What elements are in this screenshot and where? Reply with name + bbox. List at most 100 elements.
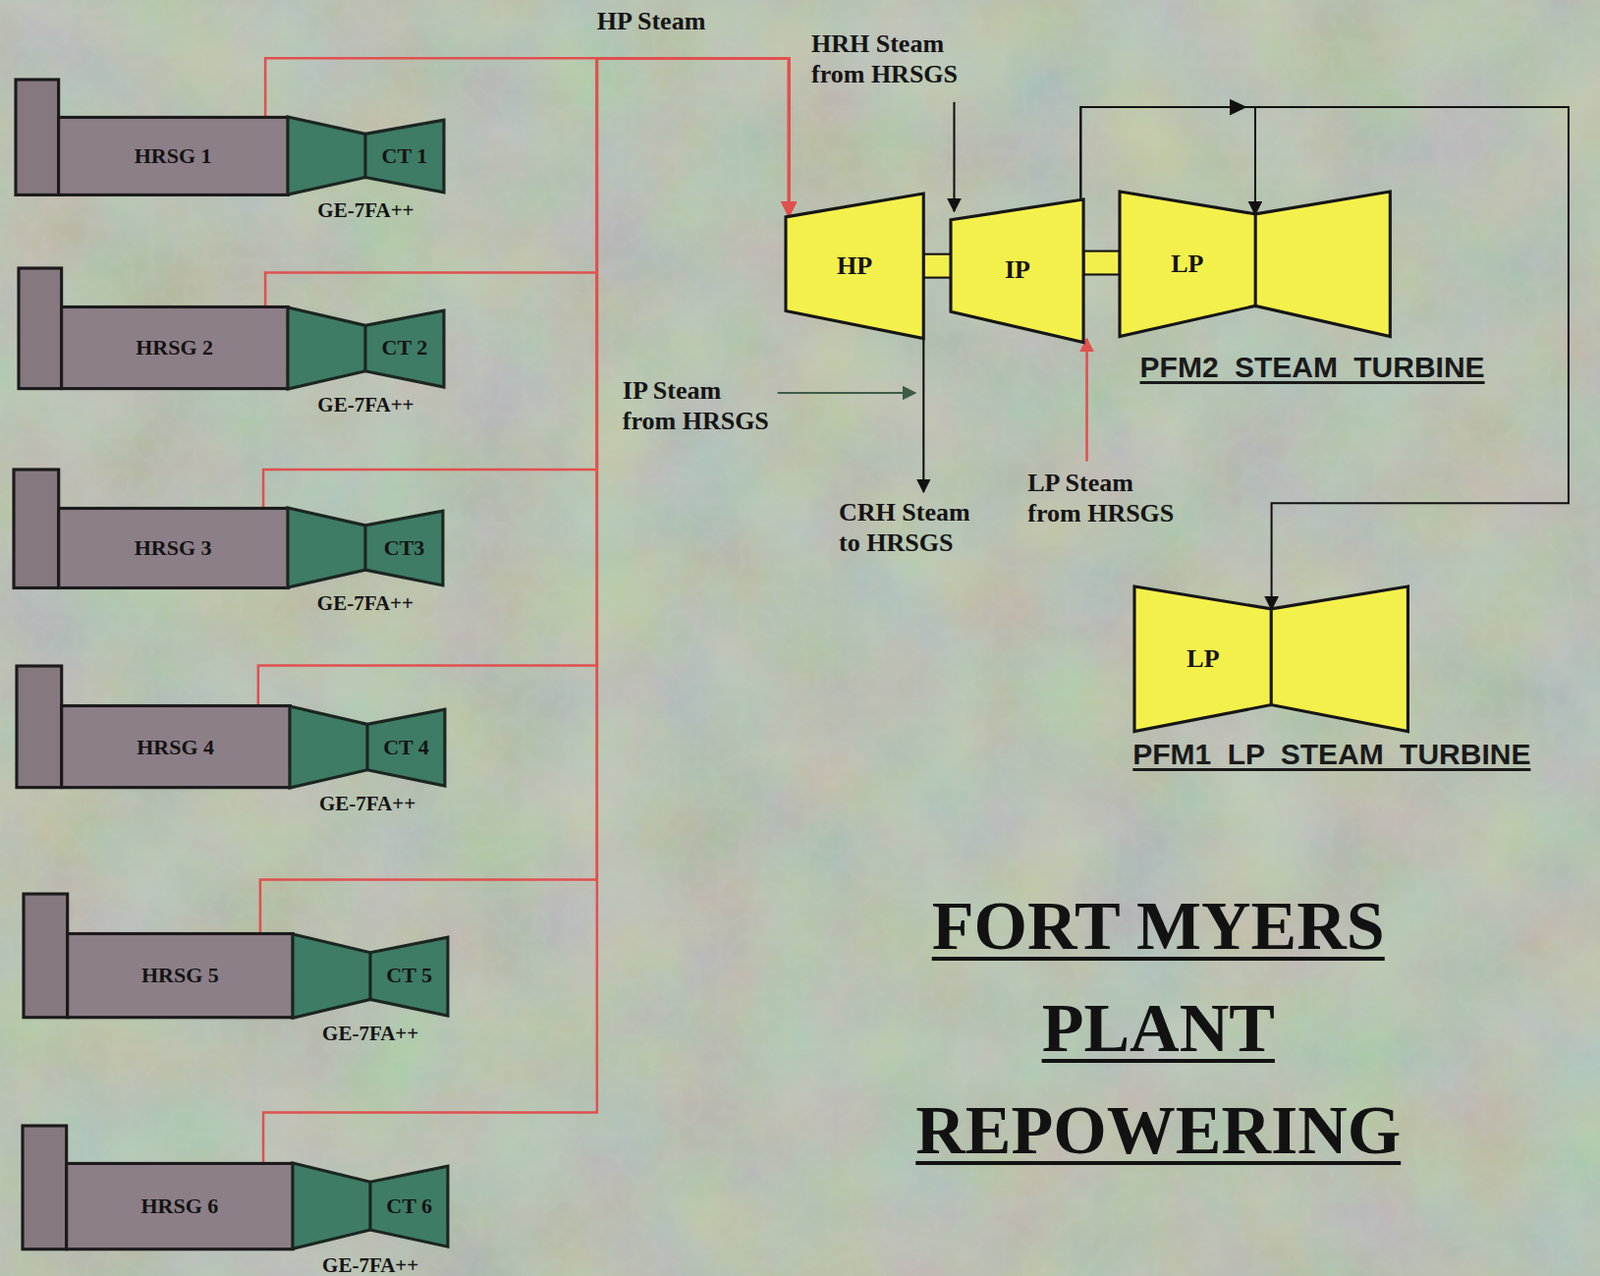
ct-section-line (365, 723, 369, 771)
unit-label: CT 2 (365, 307, 444, 389)
turbine-section: HP (785, 193, 924, 339)
model-label: GE-7FA++ (268, 392, 464, 418)
ct-casing (287, 116, 444, 195)
hrsg-unit: HRSG 4 (16, 665, 290, 788)
combustion-turbine: CT 6GE-7FA++ (292, 1162, 448, 1249)
ct-casing (287, 307, 444, 389)
ct-casing (289, 706, 445, 788)
unit-label: HRSG 3 (57, 507, 288, 588)
unit-label: CT 6 (370, 1162, 448, 1249)
hrsg-unit: HRSG 2 (18, 268, 288, 389)
combustion-turbine: CT 5GE-7FA++ (292, 934, 448, 1018)
turbine-section: IP (950, 199, 1084, 342)
hrsg-unit: HRSG 1 (15, 79, 288, 195)
model-label: GE-7FA++ (273, 1021, 468, 1047)
hrh-steam-arrow (952, 102, 955, 212)
hrsg-body (60, 706, 290, 788)
hrsg-stack (23, 893, 68, 1018)
hrsg-body (57, 116, 288, 195)
unit-label: CT 5 (370, 934, 448, 1018)
turbine-casing (1134, 586, 1408, 732)
unit-label: CT 1 (365, 116, 444, 195)
ct-casing (292, 934, 448, 1018)
hrsg-stack (16, 665, 62, 788)
hrsg-body (57, 507, 288, 588)
model-label: GE-7FA++ (268, 591, 463, 616)
ct-section-line (369, 951, 373, 999)
model-label: GE-7FA++ (268, 198, 464, 223)
node-outline (18, 268, 288, 389)
steam-label: HP Steam (597, 5, 707, 37)
unit-label: CT 4 (367, 706, 445, 788)
combustion-turbine: CT3GE-7FA++ (287, 507, 443, 588)
hrsg-stack (13, 469, 59, 589)
hp-steam-line (263, 57, 789, 508)
node-outline (1134, 586, 1408, 732)
turbine-casing (785, 193, 924, 339)
hp-steam-line (260, 57, 789, 934)
ct-casing (292, 1162, 448, 1249)
shaft-coupling (923, 254, 951, 278)
hrsg-body (66, 1162, 294, 1249)
unit-label: CT3 (365, 507, 443, 588)
turbine-casing (950, 199, 1084, 342)
ct-section-line (363, 134, 367, 178)
unit-label: IP (950, 199, 1084, 342)
combustion-turbine: CT 1GE-7FA++ (287, 116, 444, 195)
double-flow-divider (1253, 214, 1257, 307)
hp-steam-line (265, 57, 789, 308)
shaft-coupling (1083, 251, 1119, 276)
node-outline (23, 893, 293, 1018)
node-outline (13, 469, 288, 589)
turbine-casing (1119, 191, 1390, 337)
crossover-pipe (1080, 107, 1256, 215)
node-outline (16, 665, 290, 788)
node-outline (1119, 191, 1390, 337)
turbine-caption: PFM2 STEAM TURBINE (1140, 349, 1486, 386)
unit-label: HRSG 6 (66, 1162, 294, 1249)
combustion-turbine: CT 2GE-7FA++ (287, 307, 444, 389)
steam-label: LP Steam from HRSGS (1027, 467, 1180, 529)
hrsg-stack (18, 268, 62, 389)
unit-label: HRSG 2 (60, 307, 288, 389)
ct-section-line (369, 1182, 373, 1231)
hrsg-body (67, 934, 294, 1018)
model-label: GE-7FA++ (273, 1253, 468, 1276)
ip-steam-arrow (777, 391, 916, 394)
hrsg-body (60, 307, 288, 389)
diagram-title: FORT MYERS PLANT REPOWERING (833, 875, 1483, 1182)
ct-section-line (363, 325, 367, 372)
crossover-pipe (1080, 107, 1569, 609)
hrsg-stack (15, 79, 59, 195)
node-outline (22, 1125, 293, 1250)
ct-casing (287, 507, 443, 588)
steam-label: HRH Steam from HRSGS (811, 28, 969, 90)
turbine-section: LP (1119, 191, 1390, 337)
crh-steam-arrow (922, 339, 925, 493)
hp-steam-line (258, 57, 789, 707)
hrsg-unit: HRSG 3 (13, 469, 288, 589)
ct-section-line (363, 525, 367, 570)
steam-label: IP Steam from HRSGS (622, 375, 771, 437)
unit-label: HP (785, 193, 924, 339)
combustion-turbine: CT 4GE-7FA++ (289, 706, 445, 788)
turbine-caption: PFM1 LP STEAM TURBINE (1132, 736, 1531, 773)
double-flow-divider (1269, 608, 1273, 706)
hrsg-unit: HRSG 5 (23, 893, 293, 1018)
unit-label: HRSG 5 (67, 934, 294, 1018)
unit-label: HRSG 4 (60, 706, 290, 788)
unit-label: LP (1119, 191, 1256, 337)
lp-steam-arrow (1085, 338, 1089, 462)
model-label: GE-7FA++ (270, 791, 465, 817)
hrsg-unit: HRSG 6 (22, 1125, 293, 1250)
hrsg-stack (22, 1125, 67, 1250)
unit-label: HRSG 1 (57, 116, 288, 195)
steam-label: CRH Steam to HRSGS (838, 496, 987, 558)
hp-steam-line (263, 57, 789, 1163)
hp-steam-line (265, 57, 789, 217)
turbine-section: LP (1134, 586, 1408, 732)
node-outline (15, 79, 288, 195)
